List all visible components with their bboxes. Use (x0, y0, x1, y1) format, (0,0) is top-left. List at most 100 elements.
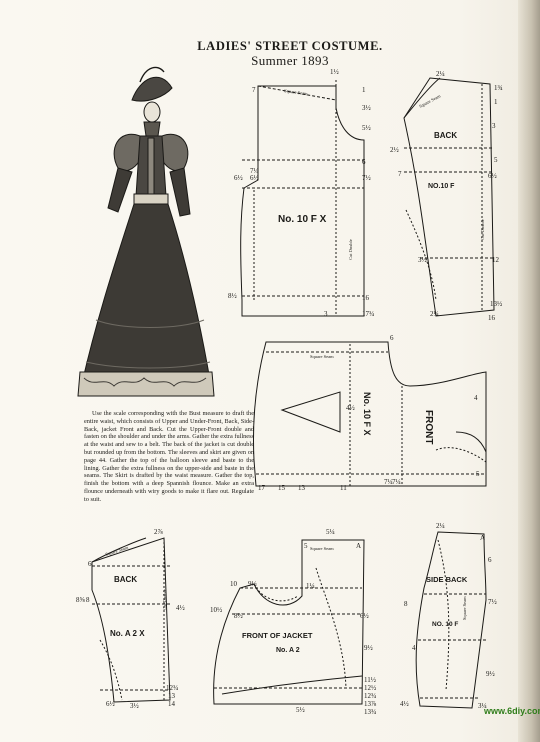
measurement-label: 13 (298, 484, 306, 492)
measurement-label: 9½ (364, 644, 373, 652)
seam-label: Square Seam (310, 546, 334, 551)
measurement-label: 3½ (130, 702, 139, 710)
measurement-label: 9½ (486, 670, 495, 678)
measurement-label: 6½ (106, 700, 115, 708)
measurement-label: 13 (168, 692, 176, 700)
pattern-name: No. A 2 X (110, 629, 145, 638)
measurement-label: 6 (88, 560, 92, 568)
measurement-label: 5¼ (326, 528, 335, 536)
measurement-label: 17 (258, 484, 266, 492)
measurement-label: 6½ (488, 172, 497, 180)
measurement-label: 4 (412, 644, 416, 652)
measurement-label: 1½ (330, 68, 339, 76)
measurement-label: 3 (324, 310, 328, 318)
book-binding (518, 0, 540, 742)
seam-label: Square Seam (310, 354, 334, 359)
seam-label: Square Seam (418, 93, 442, 109)
measurement-label: 3½ (362, 104, 371, 112)
pattern-back-a2x (91, 537, 171, 703)
measurement-label: 3 (492, 122, 496, 130)
measurement-label: 10 (230, 580, 238, 588)
measurement-label: 8½ (234, 612, 243, 620)
measurement-label: 17¾ (362, 310, 374, 318)
measurement-label: 7 (398, 170, 402, 178)
pattern-name: No. A 2 (276, 647, 300, 654)
measurement-label: 7¼ (384, 478, 393, 486)
measurement-label: 7½ (362, 174, 371, 182)
measurement-label: 9½ (248, 580, 257, 588)
measurement-label: 5½ (296, 706, 305, 714)
fold-label: Cut Double (348, 239, 353, 260)
measurement-label: 13½ (490, 300, 502, 308)
measurement-label: A (356, 542, 361, 550)
pattern-front-lower (253, 341, 487, 487)
measurement-label: 16 (488, 314, 496, 322)
measurement-label: 7½ (488, 598, 497, 606)
pattern-title: BACK (434, 131, 457, 140)
measurement-label: 6½ (234, 174, 243, 182)
measurement-label: 6½ (360, 612, 369, 620)
measurement-label: 2¼ (436, 522, 445, 530)
measurement-label: 14 (168, 700, 176, 708)
pattern-jacket-front (213, 539, 365, 705)
measurement-label: 6 (390, 334, 394, 342)
fold-label: Cut Double (162, 589, 167, 610)
measurement-label: 3½ (418, 256, 427, 264)
measurement-label: 1¼ (306, 582, 315, 590)
measurement-label: 4½ (400, 700, 409, 708)
page-title: LADIES' STREET COSTUME. (197, 39, 383, 53)
measurement-label: 5 (476, 470, 480, 478)
seam-label: Square Seam (462, 596, 467, 620)
measurement-label: 1 (362, 86, 366, 94)
measurement-label: 2½ (390, 146, 399, 154)
measurement-label: 12 (492, 256, 500, 264)
measurement-label: 8 (404, 600, 408, 608)
measurement-label: 16 (362, 294, 370, 302)
pattern-title: SIDE BACK (426, 575, 468, 584)
measurement-label: 13¾ (364, 708, 376, 716)
measurement-label: 4½ (176, 604, 185, 612)
measurement-label: 2¼ (430, 310, 439, 318)
measurement-label: 3¼ (478, 702, 487, 710)
measurement-label: 12½ (364, 684, 376, 692)
measurement-label: 7¼ (250, 167, 259, 175)
watermark-text: www.6diy.com (484, 706, 540, 716)
measurement-label: 13⅞ (364, 700, 377, 708)
pattern-front-fx (240, 80, 365, 317)
measurement-label: 12¾ (166, 684, 178, 692)
fold-label: Cut Double (480, 219, 485, 240)
measurement-label: 1¾ (494, 84, 503, 92)
instructions-text: Use the scale corresponding with the Bus… (84, 410, 254, 503)
measurement-label: 2¼ (436, 70, 445, 78)
measurement-label: 7 (252, 86, 256, 94)
pattern-title: FRONT OF JACKET (242, 631, 313, 640)
measurement-label: 6 (488, 556, 492, 564)
measurement-label: 11 (340, 484, 347, 492)
measurement-label: 2⅞ (154, 528, 164, 536)
seam-label: Square Seam (284, 88, 309, 96)
measurement-label: 5½ (362, 124, 371, 132)
pattern-name: No. 10 F X (362, 392, 372, 436)
measurement-label: 4½ (346, 404, 355, 412)
measurement-label: 4 (474, 394, 478, 402)
pattern-name: No. 10 F X (278, 214, 327, 225)
measurement-label: 11½ (364, 676, 376, 684)
measurement-label: 1 (494, 98, 498, 106)
pattern-name: NO.10 F (428, 183, 455, 190)
measurement-label: 6½ (250, 174, 259, 182)
measurement-label: 8⅝ (76, 596, 86, 604)
measurement-label: 8 (86, 596, 90, 604)
measurement-label: 6 (362, 158, 366, 166)
measurement-label: 12¾ (364, 692, 376, 700)
measurement-label: 10½ (210, 606, 222, 614)
pattern-title: BACK (114, 575, 137, 584)
measurement-label: 8½ (228, 292, 237, 300)
drafting-instructions: Use the scale corresponding with the Bus… (84, 410, 254, 504)
pattern-side-back (415, 531, 487, 709)
page-subtitle: Summer 1893 (251, 53, 329, 68)
measurement-label: 15 (278, 484, 286, 492)
pattern-title: FRONT (423, 410, 434, 444)
measurement-label: 7¼ (392, 478, 401, 486)
measurement-label: 5 (304, 542, 308, 550)
